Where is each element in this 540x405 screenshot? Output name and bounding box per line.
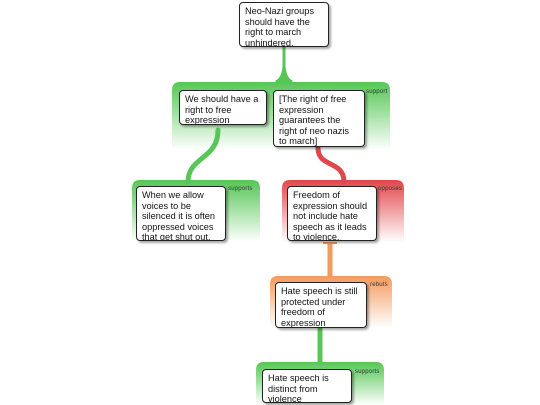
supports-tag-1: supports <box>228 186 253 192</box>
main-claim-node[interactable]: Neo-Nazi groups should have the right to… <box>239 2 329 47</box>
connector-claim-support <box>275 46 293 84</box>
supports-silenced-voices-node[interactable]: When we allow voices to be silenced it i… <box>136 186 226 241</box>
connector-premise-supports1 <box>185 127 221 185</box>
connector-premise-opposes <box>315 145 347 185</box>
supports-distinct-node[interactable]: Hate speech is distinct from violence <box>262 369 352 403</box>
opposes-tag: opposes <box>378 186 403 192</box>
premise-right-to-march-node[interactable]: [The right of free expression guarantees… <box>273 90 365 147</box>
opposes-hate-speech-node[interactable]: Freedom of expression should not include… <box>287 186 377 241</box>
rebuts-tag: rebuts <box>370 282 388 288</box>
premise-free-expression-node[interactable]: We should have a right to free expressio… <box>179 90 267 125</box>
supports-tag-2: supports <box>355 369 380 375</box>
rebuts-protected-node[interactable]: Hate speech is still protected under fre… <box>275 282 367 328</box>
support-group-tag: support <box>366 89 388 95</box>
